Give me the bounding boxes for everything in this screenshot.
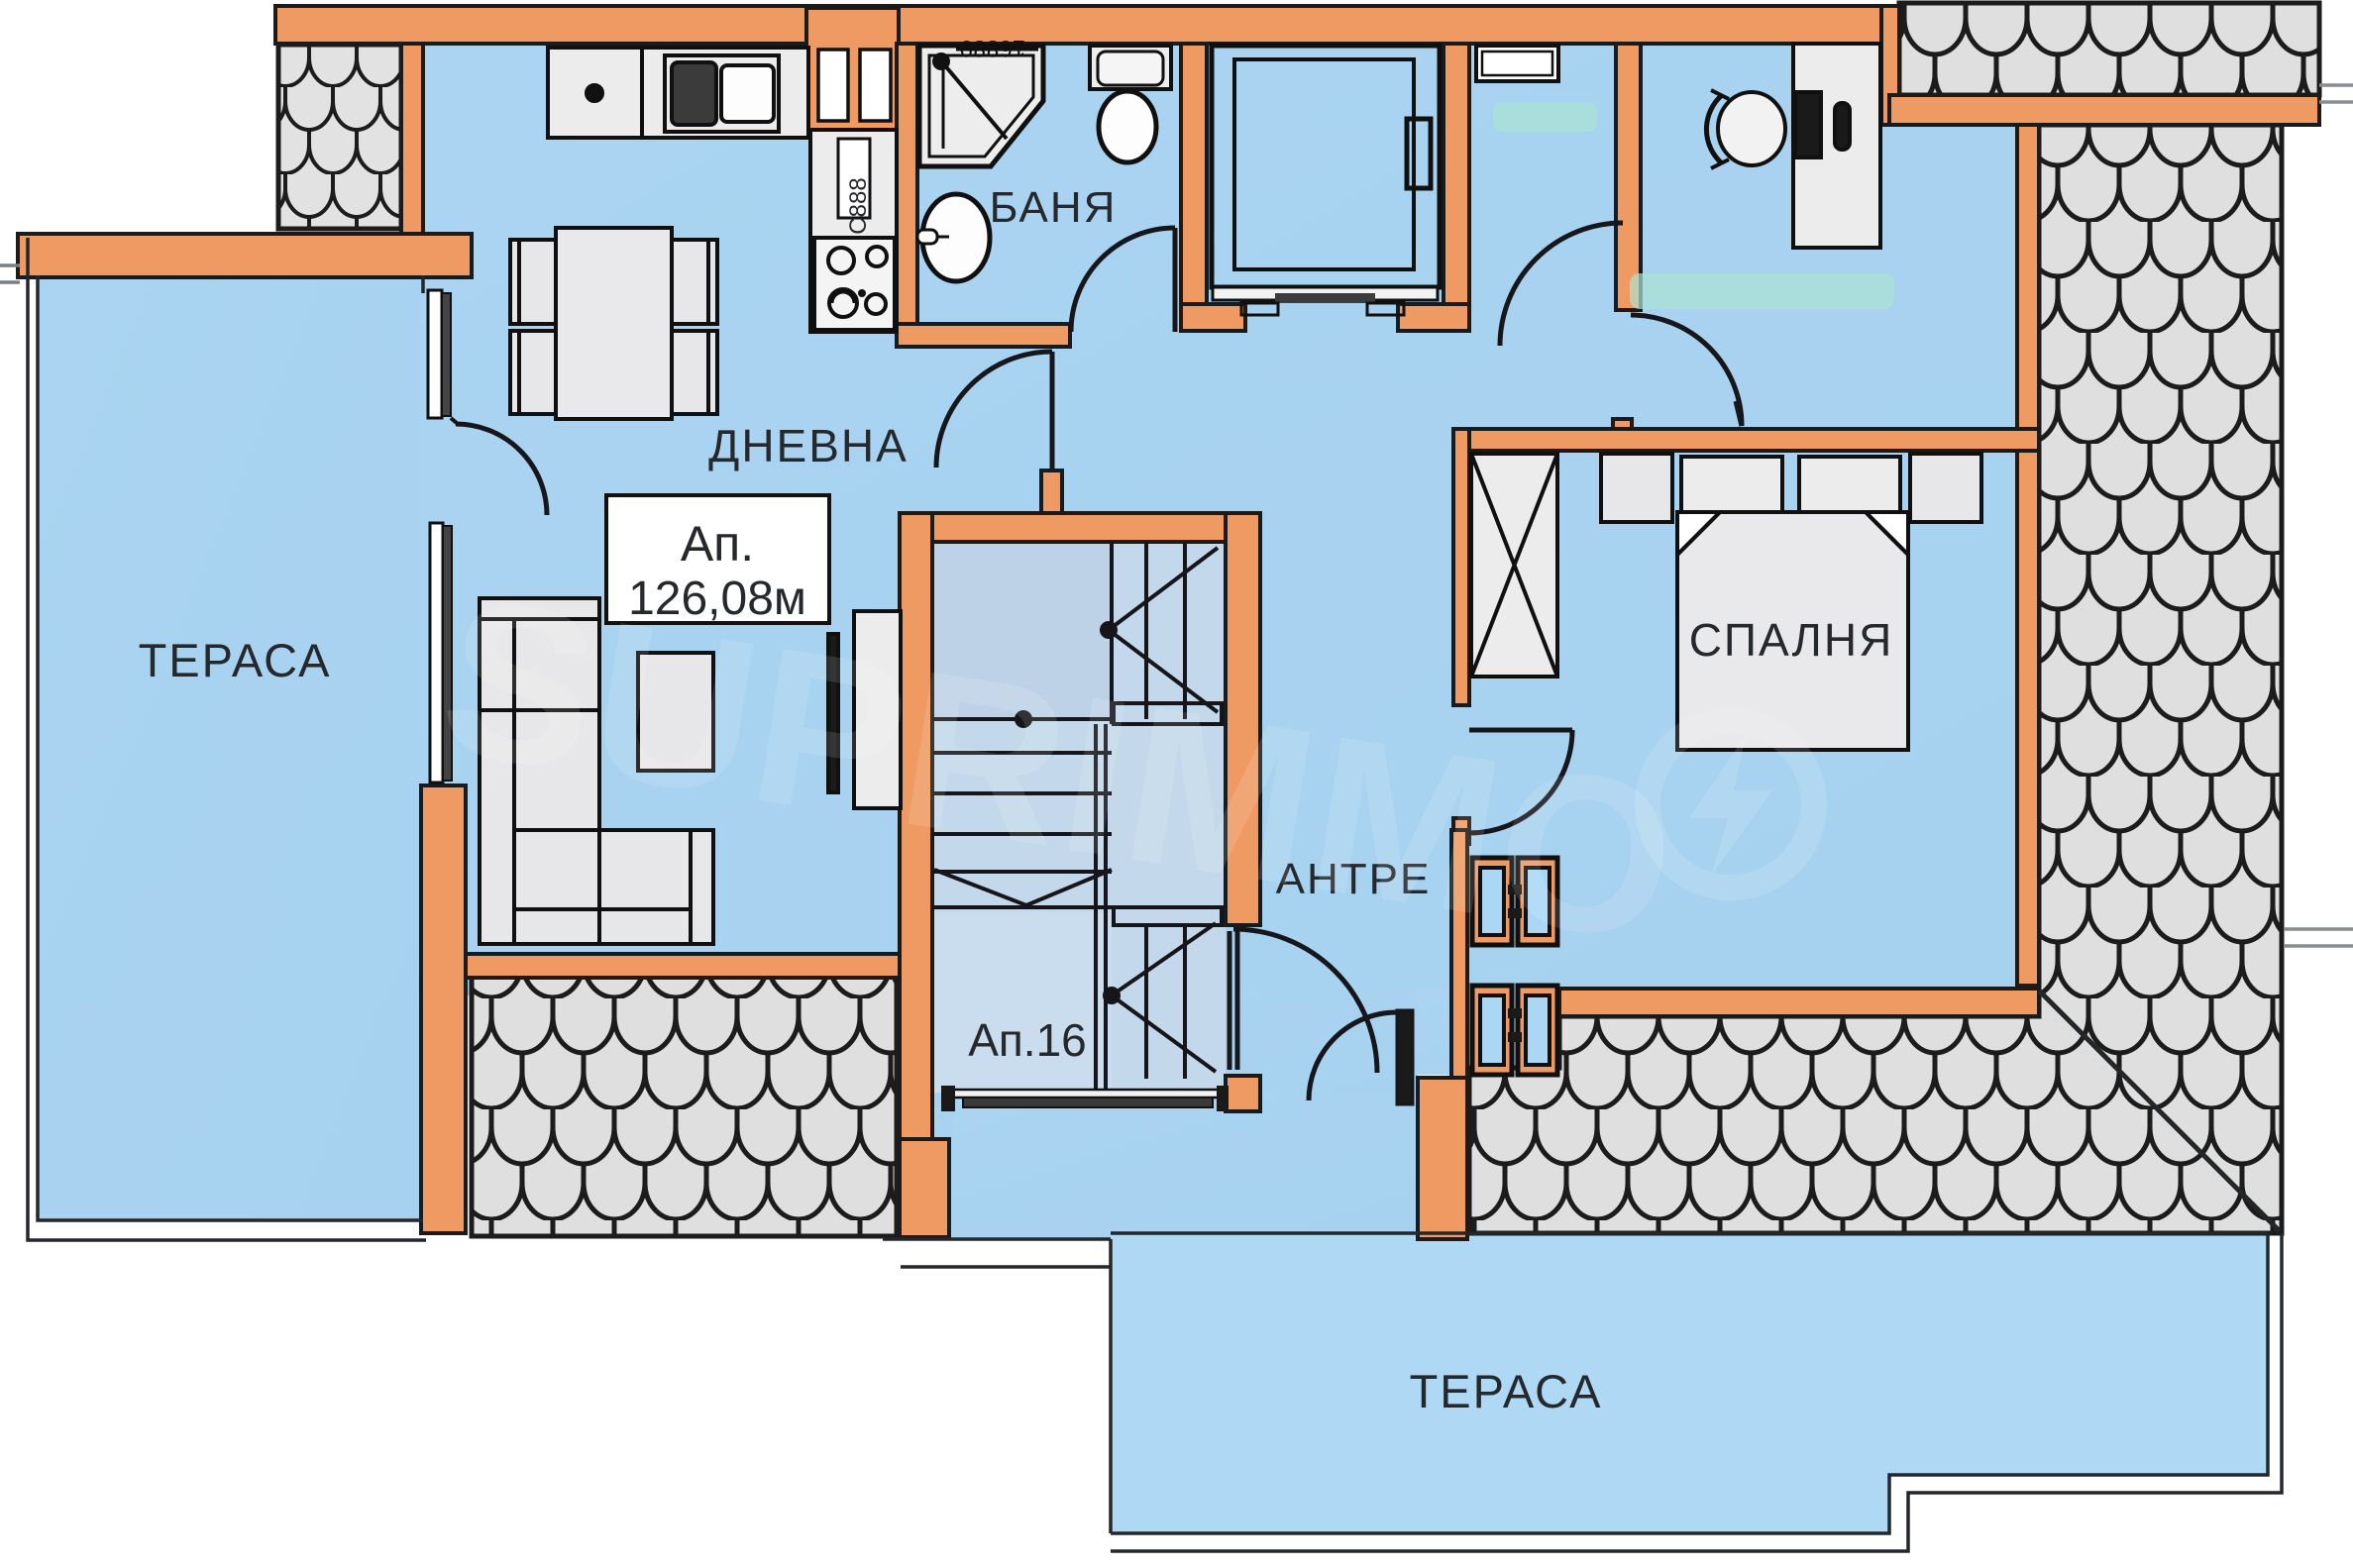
svg-text:ТЕРАСА: ТЕРАСА: [139, 634, 332, 686]
svg-text:С888: С888: [845, 177, 872, 234]
svg-text:БАНЯ: БАНЯ: [990, 183, 1118, 232]
svg-text:126,08м: 126,08м: [628, 573, 806, 625]
svg-text:ТЕРАСА: ТЕРАСА: [1410, 1365, 1603, 1417]
svg-text:Ап.16: Ап.16: [968, 1014, 1087, 1066]
svg-text:СПАЛНЯ: СПАЛНЯ: [1689, 614, 1894, 666]
svg-text:ДНЕВНА: ДНЕВНА: [708, 420, 909, 471]
svg-text:АНТРЕ: АНТРЕ: [1276, 855, 1432, 903]
svg-text:Ап.: Ап.: [681, 516, 754, 572]
